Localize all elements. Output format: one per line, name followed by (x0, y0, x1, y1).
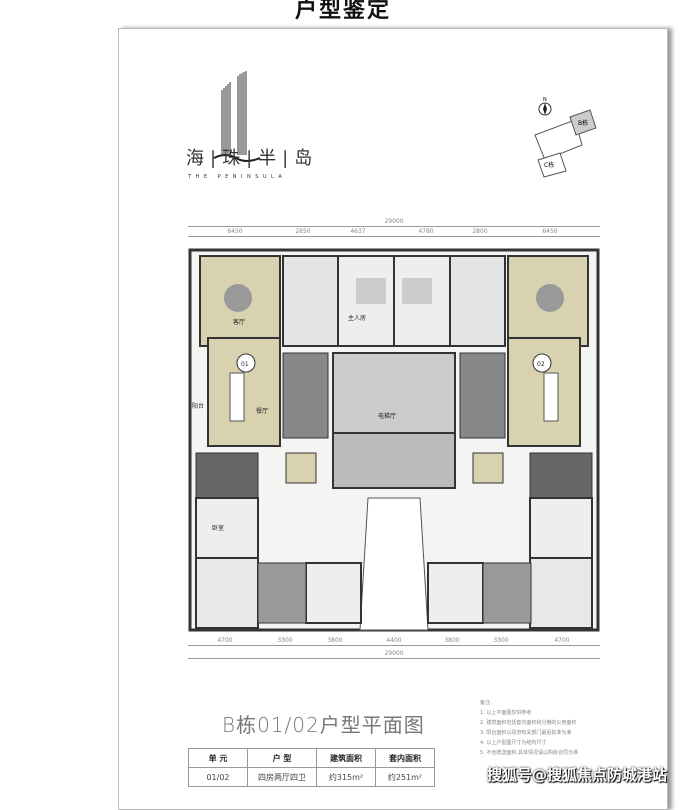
logo-towers-icon (213, 71, 261, 162)
note-item: 5. 不含赠送面积,具体情况请以购房合同为准 (480, 750, 578, 756)
header-building-area: 建筑面积 (316, 748, 376, 768)
dim-top-total: 29000 (384, 218, 404, 225)
dim-top: 6450 (542, 228, 558, 235)
dim-top: 6450 (227, 228, 243, 235)
dim-bottom: 3800 (327, 637, 343, 644)
dim-top: 2850 (295, 228, 311, 235)
notes-heading: 备注: (480, 700, 492, 706)
header-interior-area: 套内面积 (375, 748, 435, 768)
header-type: 户 型 (247, 748, 317, 768)
cell-building-area: 约315m² (316, 767, 376, 787)
building-b (569, 109, 597, 136)
cell-interior-area: 约251m² (375, 767, 435, 787)
floor-plan: 01 餐厅 客厅 阳台 02 主人房 电梯厅 卧室 (188, 248, 600, 632)
unit-02-label: 02 (537, 361, 545, 368)
dim-top: 4637 (350, 228, 366, 235)
notes: 备注: 1. 以上平面图仅供参考 2. 建筑面积包括套内面积和分摊的公用面积 3… (480, 698, 578, 758)
elevator-lobby (332, 352, 456, 434)
note-item: 4. 以上户型图尺寸为结构尺寸 (480, 740, 547, 746)
page-heading: 户型鉴定 (294, 0, 391, 23)
dim-bottom: 4700 (554, 637, 570, 644)
dim-bottom: 3800 (444, 637, 460, 644)
plan-title: B栋01/02户型平面图 (222, 713, 425, 737)
dining-label: 餐厅 (256, 407, 268, 415)
dim-top: 4780 (418, 228, 434, 235)
living-label: 客厅 (233, 318, 245, 326)
bedroom-label: 卧室 (212, 524, 224, 532)
watermark: 搜狐号@搜狐焦点防城港站 (487, 766, 668, 784)
unit-01-label: 01 (241, 361, 249, 368)
note-item: 2. 建筑面积包括套内面积和分摊的公用面积 (480, 720, 577, 726)
building-c-label: C栋 (544, 161, 554, 169)
note-item: 1. 以上平面图仅供参考 (480, 710, 532, 716)
dim-bottom: 3300 (493, 637, 509, 644)
logo-english: THE PENINSULA (188, 174, 287, 180)
master-label: 主人房 (348, 314, 366, 322)
note-item: 3. 阳台面积以政府有关部门最后批准为准 (480, 730, 572, 736)
unit-area-table: 单 元 户 型 建筑面积 套内面积 01/02 四房两厅四卫 约315m² 约2… (188, 748, 435, 787)
dim-bottom: 4400 (386, 637, 402, 644)
header-unit: 单 元 (188, 748, 248, 768)
logo-chinese: 海|珠|半|岛 (186, 148, 319, 169)
lobby-label: 电梯厅 (378, 412, 396, 420)
building-c (537, 152, 567, 178)
dim-bottom: 4700 (217, 637, 233, 644)
balcony-label: 阳台 (192, 402, 204, 410)
table-header-row: 单 元 户 型 建筑面积 套内面积 (188, 748, 435, 768)
building-b-label: B栋 (578, 119, 588, 127)
cell-unit: 01/02 (188, 767, 248, 787)
table-row: 01/02 四房两厅四卫 约315m² 约251m² (188, 767, 435, 787)
cell-type: 四房两厅四卫 (247, 767, 317, 787)
dim-top: 2800 (472, 228, 488, 235)
dim-bottom-total: 29000 (384, 650, 404, 657)
dim-bottom: 3300 (277, 637, 293, 644)
site-map: N B栋 C栋 (534, 97, 597, 178)
north-label: N (543, 97, 547, 103)
